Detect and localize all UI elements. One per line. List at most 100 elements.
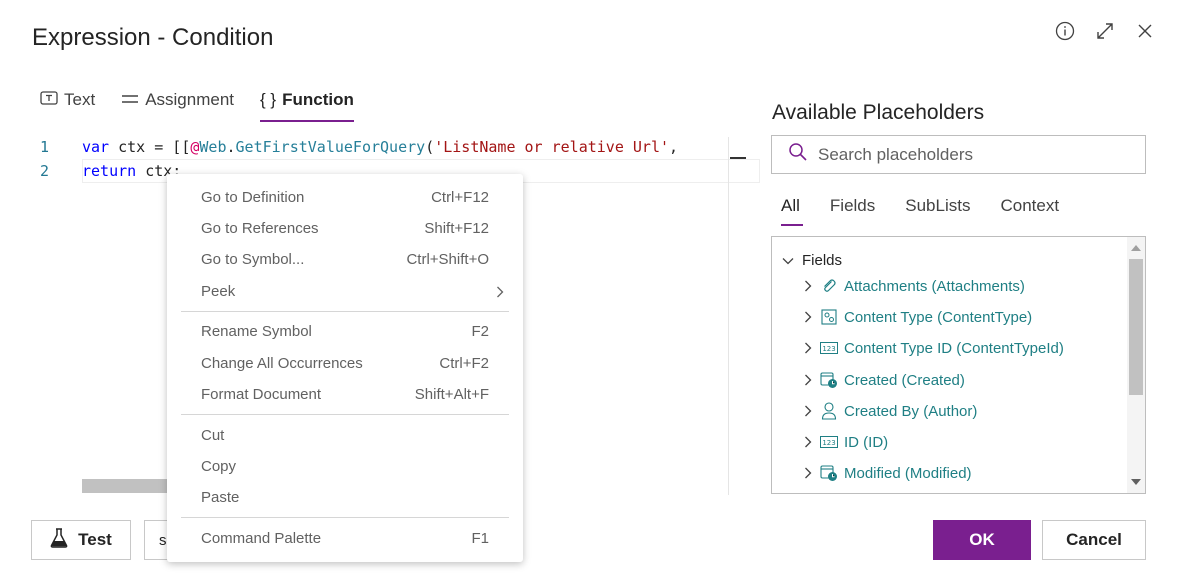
placeholder-tabs: All Fields SubLists Context: [781, 196, 1059, 226]
tree-item-label: ID (ID): [844, 433, 889, 451]
code-token: .: [226, 138, 236, 156]
chevron-down-icon: [782, 252, 794, 269]
placeholder-search-box[interactable]: [771, 135, 1146, 174]
person-icon: [820, 402, 838, 420]
ok-button[interactable]: OK: [933, 520, 1031, 560]
tree-item-id[interactable]: 123 ID (ID): [802, 431, 888, 453]
menu-item-label: Paste: [201, 489, 240, 506]
tree-item-label: Attachments (Attachments): [844, 277, 1025, 295]
number-field-icon: 123: [820, 339, 838, 357]
flask-icon: [50, 527, 68, 553]
chevron-right-icon[interactable]: [802, 342, 814, 354]
menu-item-change-all-occurrences[interactable]: Change All Occurrences Ctrl+F2: [201, 352, 489, 376]
equals-icon: [121, 90, 139, 110]
search-input[interactable]: [818, 144, 1118, 165]
scroll-down-arrow-icon[interactable]: [1131, 479, 1141, 485]
braces-icon: { }: [260, 90, 277, 109]
code-token: (: [425, 138, 435, 156]
menu-separator: [181, 414, 509, 415]
chevron-right-icon[interactable]: [802, 374, 814, 386]
tree-vertical-scrollbar[interactable]: [1127, 237, 1145, 493]
code-token: @: [190, 138, 200, 156]
tab-assignment-label: Assignment: [145, 90, 235, 109]
menu-item-shortcut: F2: [471, 323, 489, 340]
tree-item-label: Modified (Modified): [844, 464, 972, 482]
tab-all[interactable]: All: [781, 196, 803, 226]
svg-text:123: 123: [822, 345, 835, 353]
chevron-right-icon[interactable]: [802, 436, 814, 448]
menu-item-shortcut: Ctrl+F12: [431, 189, 489, 206]
menu-item-command-palette[interactable]: Command Palette F1: [201, 527, 489, 551]
tree-item-label: Created By (Author): [844, 402, 978, 420]
chevron-right-icon[interactable]: [802, 311, 814, 323]
function-name: GetFirstValueForQuery: [235, 138, 426, 156]
tree-item-content-type[interactable]: Content Type (ContentType): [802, 306, 1032, 328]
code-token: Web: [199, 138, 227, 156]
tab-sublists[interactable]: SubLists: [905, 196, 971, 215]
test-button-label: Test: [78, 530, 112, 549]
tab-fields[interactable]: Fields: [829, 196, 876, 215]
content-type-icon: [820, 308, 838, 326]
calendar-clock-icon: [820, 371, 838, 389]
menu-item-go-to-references[interactable]: Go to References Shift+F12: [201, 217, 489, 241]
menu-item-shortcut: Ctrl+F2: [439, 355, 489, 372]
close-icon[interactable]: [1134, 20, 1156, 42]
svg-text:123: 123: [822, 439, 835, 447]
menu-item-peek[interactable]: Peek: [201, 280, 489, 304]
tab-function-label: Function: [282, 90, 354, 109]
menu-item-label: Rename Symbol: [201, 323, 312, 340]
test-button[interactable]: Test: [31, 520, 131, 560]
tree-group-label: Fields: [802, 251, 843, 269]
tree-item-attachments[interactable]: Attachments (Attachments): [802, 275, 1025, 297]
scroll-up-arrow-icon[interactable]: [1131, 245, 1141, 251]
menu-item-go-to-symbol[interactable]: Go to Symbol... Ctrl+Shift+O: [201, 248, 489, 272]
code-token: ,: [669, 138, 679, 156]
calendar-clock-icon: [820, 464, 838, 482]
menu-item-go-to-definition[interactable]: Go to Definition Ctrl+F12: [201, 186, 489, 210]
string-literal: 'ListName or relative Url': [434, 138, 670, 156]
tree-item-label: Content Type (ContentType): [844, 308, 1033, 326]
menu-item-label: Go to Definition: [201, 189, 305, 206]
test-input-field[interactable]: s: [144, 520, 174, 560]
tree-item-created[interactable]: Created (Created): [802, 369, 965, 391]
number-field-icon: 123: [820, 433, 838, 451]
info-icon[interactable]: [1054, 20, 1076, 42]
tab-text[interactable]: Text: [40, 90, 95, 122]
menu-item-format-document[interactable]: Format Document Shift+Alt+F: [201, 383, 489, 407]
menu-item-rename-symbol[interactable]: Rename Symbol F2: [201, 320, 489, 344]
chevron-right-icon[interactable]: [802, 467, 814, 479]
line-number: 2: [40, 162, 50, 180]
menu-item-shortcut: Ctrl+Shift+O: [406, 251, 489, 268]
paperclip-icon: [820, 277, 838, 295]
scrollbar-thumb[interactable]: [1129, 259, 1143, 395]
tree-item-label: Created (Created): [844, 371, 965, 389]
cancel-button[interactable]: Cancel: [1042, 520, 1146, 560]
placeholders-title: Available Placeholders: [772, 101, 985, 124]
menu-item-copy[interactable]: Copy: [201, 455, 489, 479]
chevron-right-icon[interactable]: [802, 280, 814, 292]
tab-context[interactable]: Context: [1000, 196, 1060, 215]
tab-function[interactable]: { } Function: [260, 90, 354, 122]
tree-item-created-by[interactable]: Created By (Author): [802, 400, 977, 422]
tab-assignment[interactable]: Assignment: [121, 90, 234, 122]
line-number: 1: [40, 138, 50, 156]
menu-separator: [181, 517, 509, 518]
tree-item-modified[interactable]: Modified (Modified): [802, 462, 972, 484]
tree-group-fields[interactable]: Fields: [782, 249, 842, 271]
menu-separator: [181, 311, 509, 312]
menu-item-shortcut: F1: [471, 530, 489, 547]
menu-item-paste[interactable]: Paste: [201, 486, 489, 510]
menu-item-label: Cut: [201, 427, 225, 444]
chevron-right-icon: [493, 280, 507, 304]
menu-item-label: Command Palette: [201, 530, 322, 547]
tree-item-content-type-id[interactable]: 123 Content Type ID (ContentTypeId): [802, 337, 1064, 359]
chevron-right-icon[interactable]: [802, 405, 814, 417]
tree-item-label: Content Type ID (ContentTypeId): [844, 339, 1064, 357]
expand-icon[interactable]: [1094, 20, 1116, 42]
menu-item-label: Go to References: [201, 220, 319, 237]
menu-item-cut[interactable]: Cut: [201, 424, 489, 448]
keyword: return: [82, 162, 137, 180]
search-icon: [788, 142, 808, 167]
